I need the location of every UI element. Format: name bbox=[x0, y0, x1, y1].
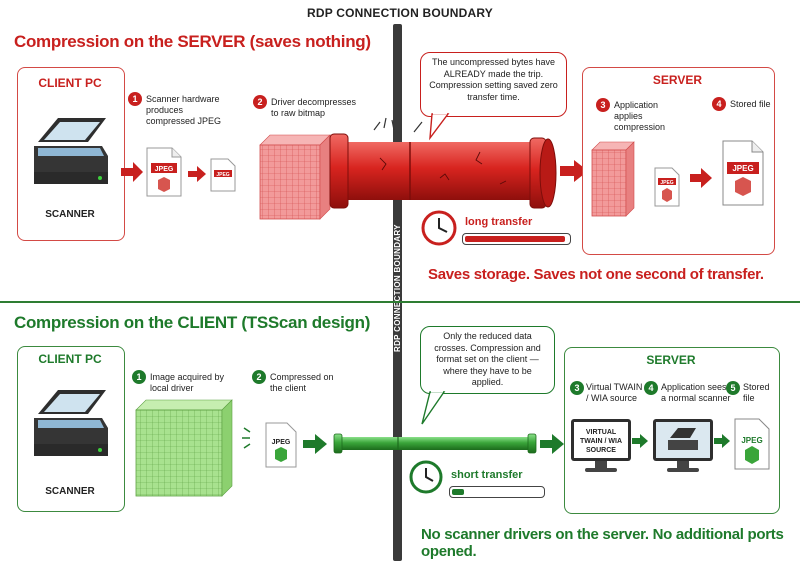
server-tagline: Saves storage. Saves not one second of t… bbox=[428, 266, 764, 283]
arrow-right-icon bbox=[690, 168, 712, 188]
jpeg-file-small-icon: JPEG bbox=[654, 167, 680, 207]
arrow-right-icon bbox=[540, 434, 564, 454]
step-label: Scanner hardware produces compressed JPE… bbox=[146, 94, 222, 126]
small-transfer-pipe bbox=[333, 433, 537, 454]
arrow-right-icon bbox=[632, 434, 648, 448]
jpeg-badge-text: JPEG bbox=[272, 439, 291, 446]
large-transfer-pipe bbox=[329, 133, 557, 209]
scanner-label-top: SCANNER bbox=[45, 209, 95, 220]
arrow-right-icon bbox=[121, 162, 143, 182]
callout-pointer bbox=[421, 389, 446, 425]
long-transfer-label: long transfer bbox=[465, 216, 533, 228]
step-label: Application applies compression bbox=[614, 100, 666, 132]
clock-icon bbox=[421, 210, 457, 246]
raw-bitmap-cube bbox=[259, 134, 331, 220]
short-transfer-progress bbox=[449, 486, 545, 498]
step-label: Stored file bbox=[730, 99, 771, 109]
long-transfer-progress bbox=[462, 233, 571, 245]
step-number: 5 bbox=[726, 381, 740, 395]
arrow-right-icon bbox=[714, 434, 730, 448]
jpeg-badge-text: JPEG bbox=[216, 172, 229, 178]
arrow-right-icon bbox=[242, 427, 251, 449]
client-pc-title-bottom: CLIENT PC bbox=[38, 352, 102, 366]
step-number: 2 bbox=[253, 95, 267, 109]
section-divider bbox=[0, 301, 800, 303]
server-title-top: SERVER bbox=[652, 73, 703, 87]
jpeg-badge-text: JPEG bbox=[741, 436, 762, 445]
short-transfer-fill bbox=[452, 489, 464, 495]
boundary-vertical-label: RDP CONNECTION BOUNDARY bbox=[393, 224, 402, 352]
callout-pointer bbox=[429, 111, 450, 141]
client-tagline: No scanner drivers on the server. No add… bbox=[421, 526, 784, 560]
raw-bitmap-cube-small bbox=[591, 141, 635, 217]
rdp-boundary-line bbox=[393, 24, 402, 561]
jpeg-file-icon: JPEG bbox=[265, 422, 297, 468]
client-section-title: Compression on the CLIENT (TSScan design… bbox=[14, 313, 371, 332]
step-number: 4 bbox=[644, 381, 658, 395]
server-section-title: Compression on the SERVER (saves nothing… bbox=[14, 32, 371, 51]
scanner-icon bbox=[34, 118, 108, 184]
monitor-virtual-source-icon bbox=[571, 419, 631, 472]
server-title-bottom: SERVER bbox=[646, 353, 696, 367]
step-number: 3 bbox=[596, 98, 610, 112]
jpeg-badge-text: JPEG bbox=[732, 164, 753, 173]
arrow-right-icon bbox=[303, 434, 327, 454]
step-number: 4 bbox=[712, 97, 726, 111]
short-transfer-label: short transfer bbox=[451, 469, 523, 481]
jpeg-file-icon: JPEG bbox=[734, 418, 770, 470]
step-number: 2 bbox=[252, 370, 266, 384]
step-label: Driver decompresses to raw bitmap bbox=[271, 97, 357, 118]
arrow-right-icon bbox=[188, 166, 206, 182]
step-label: Compressed on the client bbox=[270, 372, 334, 393]
monitor-scanner-icon bbox=[653, 419, 713, 472]
jpeg-file-small-icon: JPEG bbox=[210, 158, 236, 192]
jpeg-file-icon: JPEG bbox=[146, 147, 182, 197]
callout-uncompressed: The uncompressed bytes have ALREADY made… bbox=[420, 52, 567, 117]
client-pc-title-top: CLIENT PC bbox=[38, 76, 102, 90]
boundary-top-label: RDP CONNECTION BOUNDARY bbox=[307, 6, 493, 20]
raw-bitmap-cube-green bbox=[135, 399, 233, 497]
jpeg-file-icon: JPEG bbox=[722, 140, 764, 206]
jpeg-badge-text: JPEG bbox=[155, 166, 174, 173]
jpeg-badge-text: JPEG bbox=[660, 180, 673, 186]
clock-icon bbox=[409, 460, 443, 494]
step-label: Image acquired by local driver bbox=[150, 372, 225, 393]
step-label: Stored file bbox=[743, 382, 770, 403]
stress-marks-icon bbox=[373, 117, 423, 133]
monitor-text: VIRTUAL TWAIN / WIA SOURCE bbox=[580, 429, 622, 454]
step-number: 1 bbox=[128, 92, 142, 106]
callout-reduced-data: Only the reduced data crosses. Compressi… bbox=[420, 326, 555, 394]
step-label: Virtual TWAIN / WIA source bbox=[586, 382, 643, 403]
scanner-icon bbox=[34, 390, 108, 456]
step-number: 1 bbox=[132, 370, 146, 384]
step-label: Application sees a normal scanner bbox=[661, 382, 731, 403]
arrow-right-icon bbox=[560, 160, 588, 182]
long-transfer-fill bbox=[465, 236, 565, 242]
scanner-label-bottom: SCANNER bbox=[45, 486, 95, 497]
step-number: 3 bbox=[570, 381, 584, 395]
